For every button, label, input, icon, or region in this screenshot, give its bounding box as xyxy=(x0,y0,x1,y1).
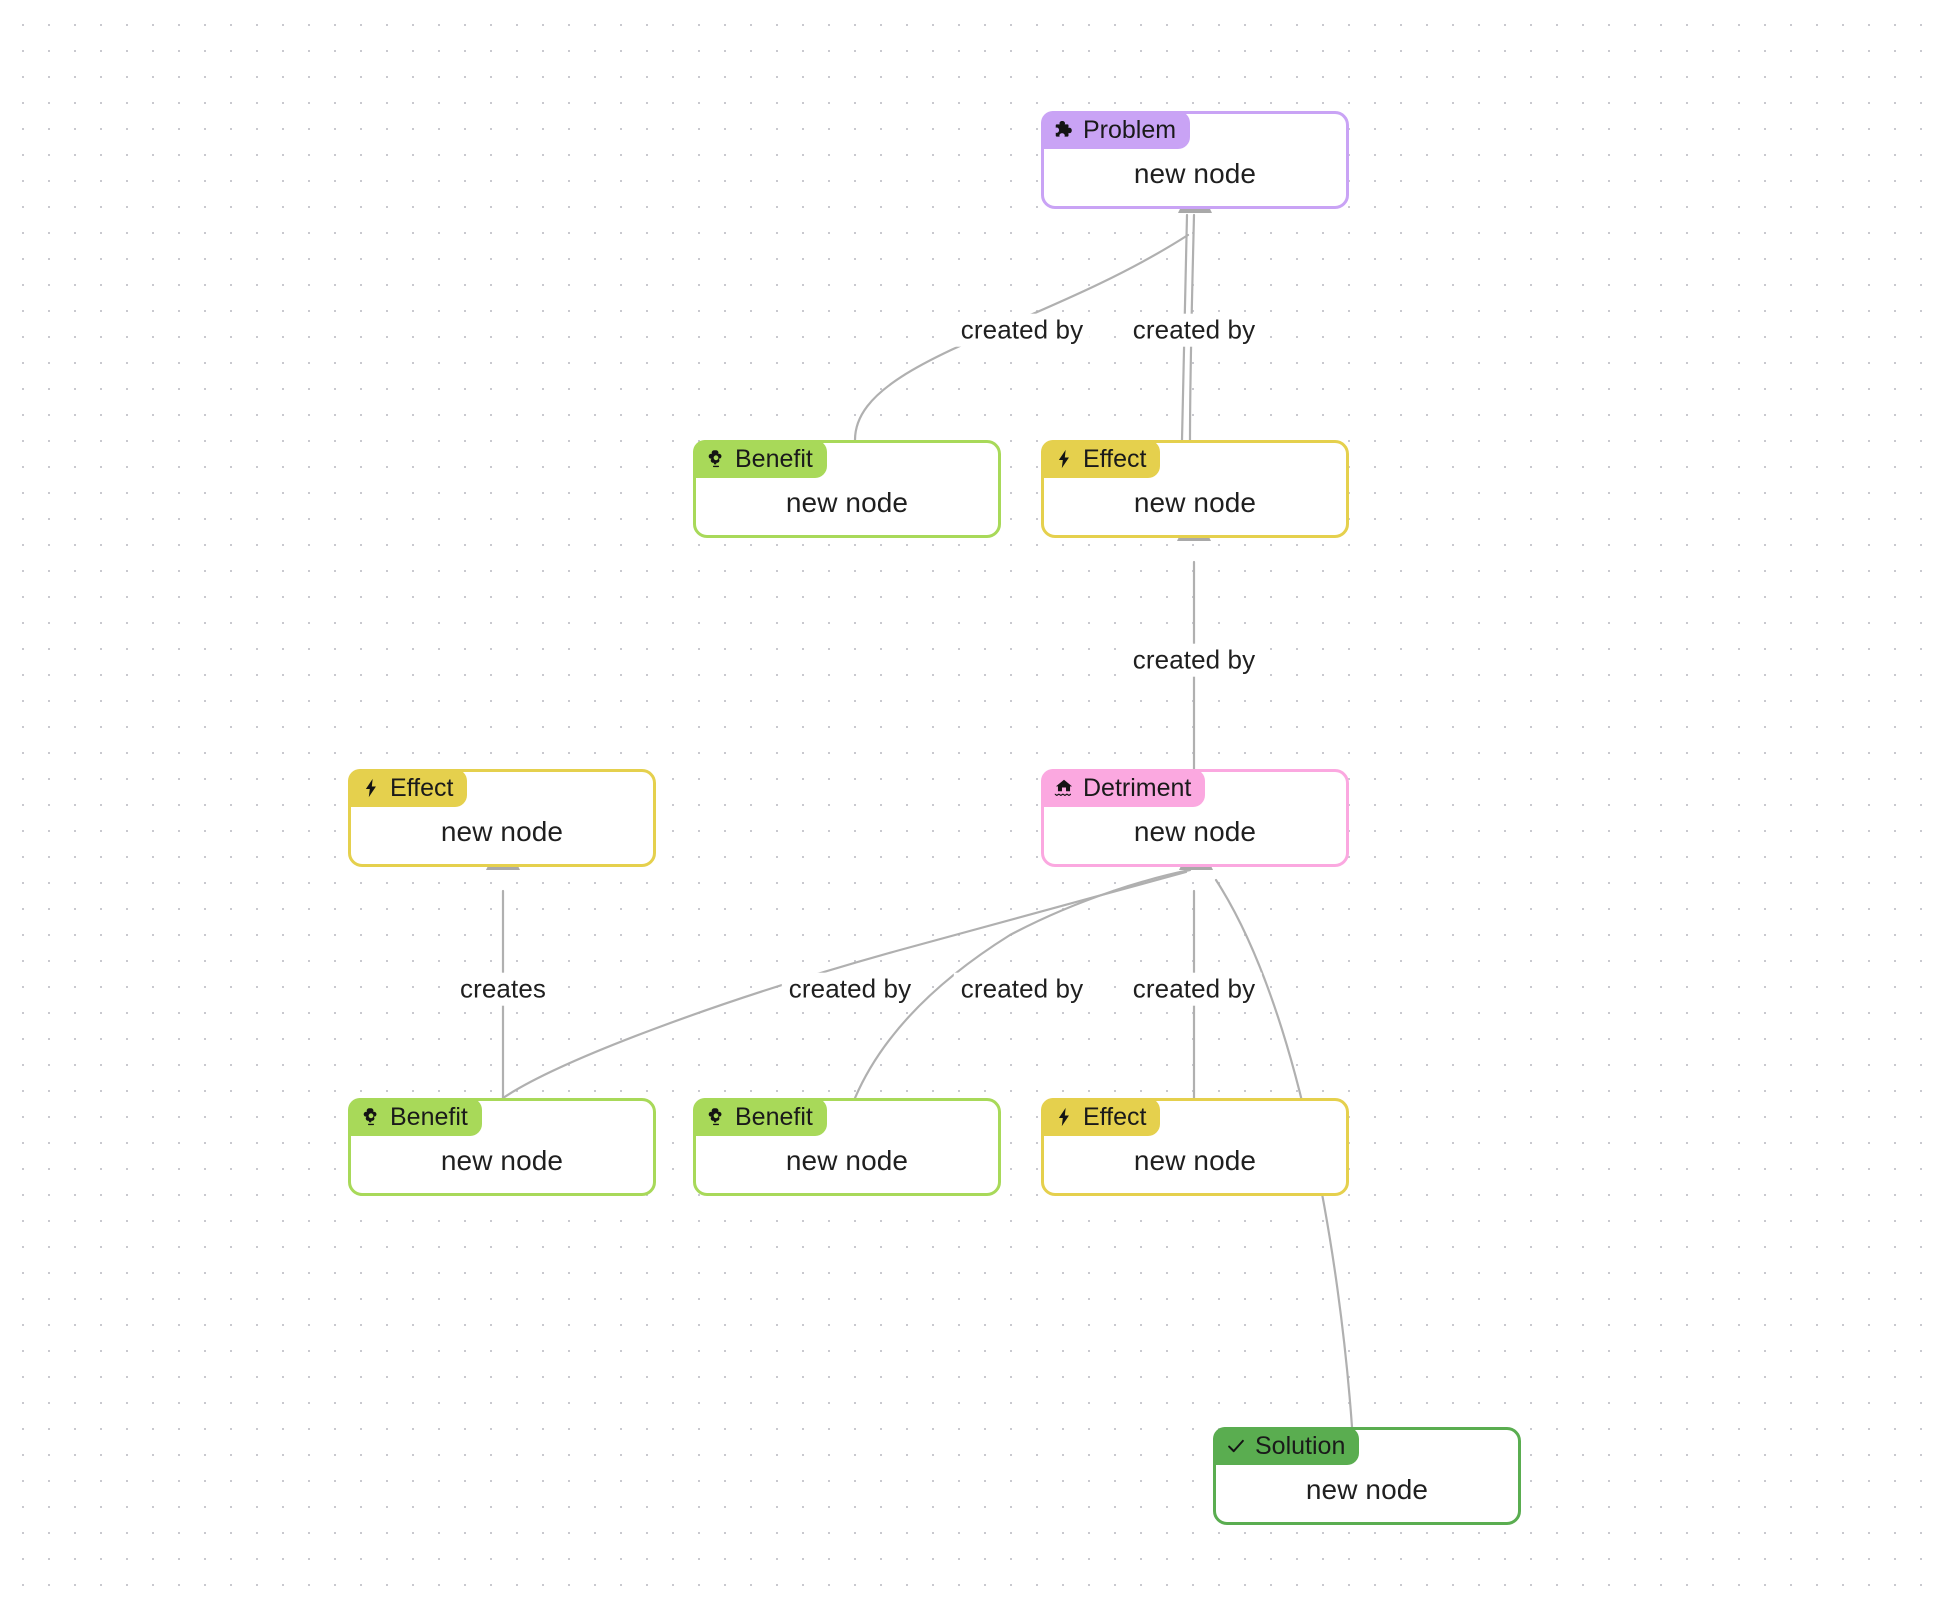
flower-icon xyxy=(705,1106,727,1128)
node-type-tab: Effect xyxy=(348,769,468,807)
node-text[interactable]: new node xyxy=(1133,158,1257,189)
node-type-tab: Benefit xyxy=(693,1098,827,1136)
node-type-tab: Effect xyxy=(1041,1098,1161,1136)
node-text[interactable]: new node xyxy=(1133,816,1257,847)
puzzle-piece-icon xyxy=(1053,119,1075,141)
node-text[interactable]: new node xyxy=(440,1145,564,1176)
node-problem[interactable]: Problem new node xyxy=(1041,111,1349,209)
edge-label[interactable]: created by xyxy=(1125,313,1263,347)
node-text[interactable]: new node xyxy=(1133,487,1257,518)
node-type-label: Detriment xyxy=(1083,773,1192,802)
node-type-label: Benefit xyxy=(735,444,813,473)
node-type-tab: Effect xyxy=(1041,440,1161,478)
node-effect[interactable]: Effect new node xyxy=(1041,1098,1349,1196)
node-type-label: Solution xyxy=(1255,1431,1346,1460)
node-effect[interactable]: Effect new node xyxy=(1041,440,1349,538)
node-type-label: Problem xyxy=(1083,115,1177,144)
edge-label[interactable]: created by xyxy=(1125,643,1263,677)
edge-label[interactable]: created by xyxy=(781,972,919,1006)
node-type-label: Benefit xyxy=(390,1102,468,1131)
node-type-tab: Benefit xyxy=(693,440,827,478)
node-type-label: Effect xyxy=(390,773,454,802)
node-benefit[interactable]: Benefit new node xyxy=(693,440,1001,538)
node-benefit[interactable]: Benefit new node xyxy=(693,1098,1001,1196)
edge-label[interactable]: creates xyxy=(453,972,553,1006)
node-type-tab: Problem xyxy=(1041,111,1191,149)
node-type-tab: Detriment xyxy=(1041,769,1206,807)
node-text[interactable]: new node xyxy=(440,816,564,847)
node-effect[interactable]: Effect new node xyxy=(348,769,656,867)
node-detriment[interactable]: Detriment new node xyxy=(1041,769,1349,867)
edge-label[interactable]: created by xyxy=(953,313,1091,347)
node-type-label: Effect xyxy=(1083,1102,1147,1131)
node-text[interactable]: new node xyxy=(1133,1145,1257,1176)
flooded-house-icon xyxy=(1053,777,1075,799)
edge-label[interactable]: created by xyxy=(953,972,1091,1006)
node-text[interactable]: new node xyxy=(785,1145,909,1176)
node-text[interactable]: new node xyxy=(1305,1474,1429,1505)
node-solution[interactable]: Solution new node xyxy=(1213,1427,1521,1525)
node-text[interactable]: new node xyxy=(785,487,909,518)
lightning-bolt-icon xyxy=(360,777,382,799)
node-type-label: Benefit xyxy=(735,1102,813,1131)
check-icon xyxy=(1225,1435,1247,1457)
flower-icon xyxy=(360,1106,382,1128)
lightning-bolt-icon xyxy=(1053,448,1075,470)
node-type-tab: Solution xyxy=(1213,1427,1360,1465)
flower-icon xyxy=(705,448,727,470)
node-benefit[interactable]: Benefit new node xyxy=(348,1098,656,1196)
lightning-bolt-icon xyxy=(1053,1106,1075,1128)
node-type-label: Effect xyxy=(1083,444,1147,473)
node-type-tab: Benefit xyxy=(348,1098,482,1136)
edge-label[interactable]: created by xyxy=(1125,972,1263,1006)
